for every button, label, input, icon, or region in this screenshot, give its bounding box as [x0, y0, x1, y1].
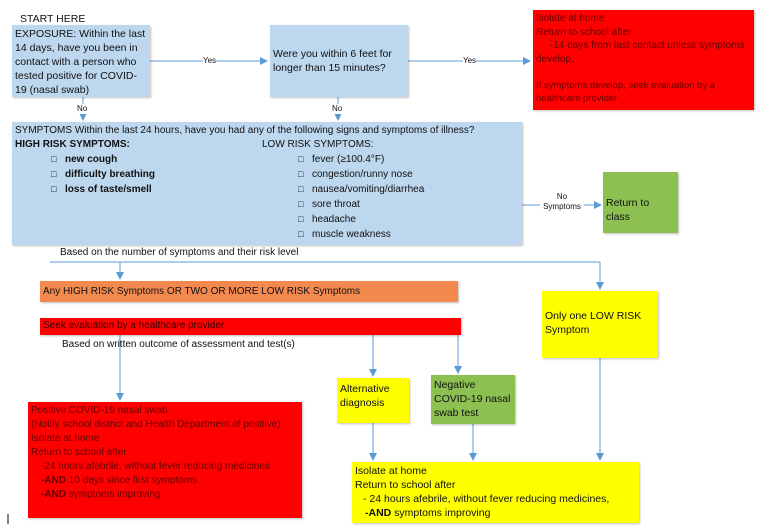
- negative-test-box: Negative COVID-19 nasal swab test: [431, 375, 515, 424]
- based-on-written-text: Based on written outcome of assessment a…: [62, 339, 295, 350]
- text: Isolate at home: [536, 13, 605, 24]
- text: -24 hours afebrile, without fever reduci…: [41, 461, 271, 472]
- isolate-final-box: Isolate at home Return to school after -…: [352, 462, 639, 523]
- low-risk-title: LOW RISK SYMPTOMS:: [262, 139, 374, 150]
- text: -AND symptoms improving: [31, 488, 299, 502]
- positive-box: Positive COVID-19 nasal swab (Notify sch…: [28, 402, 302, 518]
- high-risk-title: HIGH RISK SYMPTOMS:: [15, 139, 130, 150]
- text: -AND symptoms improving: [355, 506, 636, 520]
- symptoms-box: SYMPTOMS Within the last 24 hours, have …: [12, 122, 522, 245]
- symptom-item: loss of taste/smell: [51, 182, 155, 197]
- symptom-item: fever (≥100.4°F): [298, 152, 424, 167]
- symptom-item: difficulty breathing: [51, 167, 155, 182]
- text: -AND 10 days since first symptoms: [31, 474, 299, 488]
- symptom-item: nausea/vomiting/diarrhea: [298, 182, 424, 197]
- symptom-item: congestion/runny nose: [298, 167, 424, 182]
- no-label: No: [332, 104, 343, 114]
- based-on-symptoms-text: Based on the number of symptoms and thei…: [60, 247, 299, 258]
- text: Return to school after: [536, 26, 632, 38]
- seek-evaluation-box: Seek evaluation by a healthcare provider: [40, 318, 461, 335]
- yes-label: Yes: [203, 56, 217, 66]
- symptom-item: headache: [298, 212, 424, 227]
- and-text: -AND: [41, 475, 66, 486]
- text: Return to school after: [355, 479, 456, 491]
- no-symptoms-label: No Symptoms: [540, 192, 584, 212]
- return-class-box: Return to class: [603, 172, 678, 233]
- and-text: -AND: [41, 489, 66, 500]
- start-label: START HERE: [20, 13, 86, 25]
- symptom-item: sore throat: [298, 197, 424, 212]
- proximity-box: Were you within 6 feet for longer than 1…: [270, 25, 408, 97]
- and-text: -AND: [365, 507, 392, 519]
- text: (Notify school district and Health Depar…: [31, 419, 281, 430]
- exposure-box: EXPOSURE: Within the last 14 days, have …: [12, 25, 150, 97]
- text: If symptoms develop, seek evaluation by …: [536, 80, 716, 104]
- text: Isolate at home: [355, 465, 427, 477]
- yes-label: Yes: [463, 56, 477, 66]
- text: symptoms improving: [68, 489, 161, 500]
- low-risk-list: fever (≥100.4°F) congestion/runny nose n…: [298, 152, 424, 242]
- text: Return to school after: [31, 447, 127, 458]
- text: Positive COVID-19 nasal swab: [31, 405, 168, 416]
- text: symptoms improving: [394, 507, 491, 519]
- high-risk-box: Any HIGH RISK Symptoms OR TWO OR MORE LO…: [40, 281, 458, 302]
- text: 10 days since first symptoms: [68, 475, 198, 486]
- text: -14 days from last contact unless sympto…: [536, 40, 745, 65]
- symptom-item: muscle weakness: [298, 227, 424, 242]
- high-risk-list: new cough difficulty breathing loss of t…: [51, 152, 155, 197]
- isolate-contact-box: Isolate at home Return to school after -…: [533, 10, 754, 110]
- text: - 24 hours afebrile, without fever reduc…: [363, 493, 610, 505]
- symptom-item: new cough: [51, 152, 155, 167]
- no-label: No: [77, 104, 88, 114]
- alternative-diagnosis-box: Alternative diagnosis: [337, 378, 409, 423]
- text: Isolate at home: [31, 433, 100, 444]
- symptoms-question: SYMPTOMS Within the last 24 hours, have …: [15, 125, 475, 136]
- one-low-risk-box: Only one LOW RISK Symptom: [542, 291, 658, 358]
